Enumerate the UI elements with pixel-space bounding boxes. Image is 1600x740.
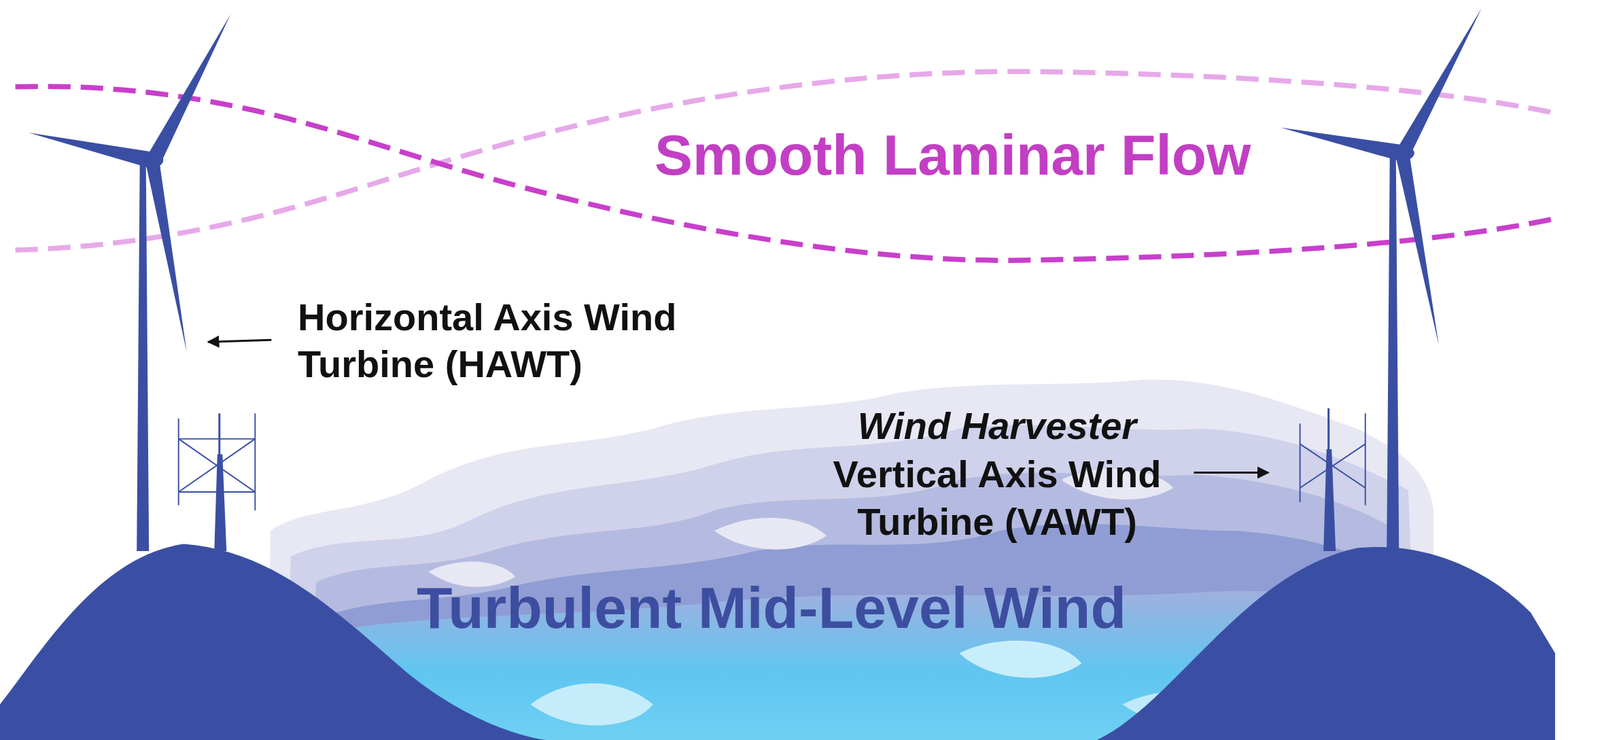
flow-label: Smooth Laminar Flow bbox=[654, 120, 1251, 190]
laminar-flow bbox=[15, 71, 1552, 261]
hawt-label: Horizontal Axis Wind Turbine (HAWT) bbox=[297, 294, 733, 389]
hill bbox=[1097, 547, 1556, 740]
hill bbox=[0, 544, 546, 740]
hawt bbox=[28, 14, 231, 552]
hawt bbox=[1280, 8, 1482, 552]
vawt bbox=[1300, 408, 1366, 552]
turbulence-label: Turbulent Mid-Level Wind bbox=[416, 572, 1127, 643]
vawt bbox=[178, 413, 256, 552]
leader-arrow bbox=[1193, 471, 1269, 474]
vawt-label: Vertical Axis Wind Turbine (VAWT) bbox=[800, 450, 1195, 546]
harvester-label: Wind Harvester bbox=[786, 402, 1208, 450]
leader-arrow bbox=[207, 339, 272, 342]
